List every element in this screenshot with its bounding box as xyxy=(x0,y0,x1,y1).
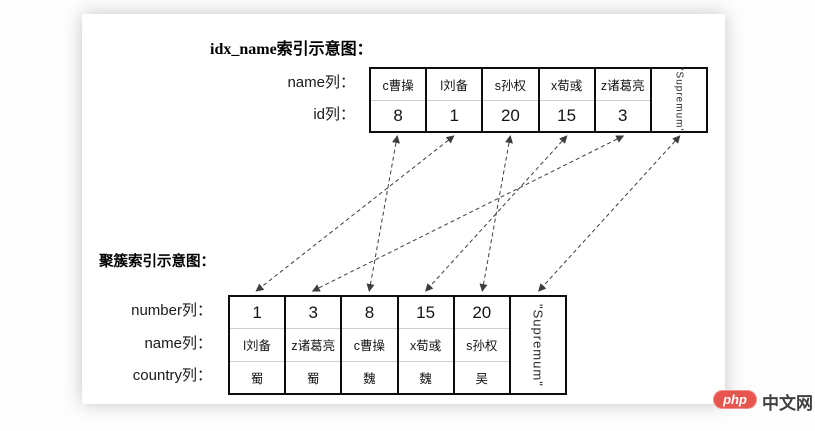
cluster-country-cell: 魏 xyxy=(363,371,376,386)
supremum-label: "Supremum" xyxy=(530,303,546,387)
cluster-name-row-label: name列： xyxy=(144,335,212,352)
idx-column-3: x荀彧 15 xyxy=(539,69,596,131)
cluster-name-cell: z诸葛亮 xyxy=(286,329,341,362)
idx-index-title: idx_name索引示意图： xyxy=(210,41,373,58)
cluster-column-0: 1 l刘备 蜀 xyxy=(230,297,287,393)
idx-name-cell: z诸葛亮 xyxy=(595,69,650,101)
idx-column-2: s孙权 20 xyxy=(483,69,540,131)
idx-column-1: l刘备 1 xyxy=(427,69,484,131)
cluster-name-cell: x荀彧 xyxy=(398,329,453,362)
idx-column-4: z诸葛亮 3 xyxy=(595,69,652,131)
cluster-column-3: 15 x荀彧 魏 xyxy=(398,297,455,393)
idx-id-cell: 1 xyxy=(449,105,459,125)
cluster-number-cell: 8 xyxy=(342,297,397,330)
cluster-column-2: 8 c曹操 魏 xyxy=(342,297,399,393)
idx-supremum-cell: "Supremum" xyxy=(652,67,706,134)
idx-name-cell: x荀彧 xyxy=(539,69,594,101)
cluster-name-cell: l刘备 xyxy=(230,329,285,362)
idx-id-cell: 20 xyxy=(500,105,520,125)
cluster-column-1: 3 z诸葛亮 蜀 xyxy=(286,297,343,393)
cluster-index-title: 聚簇索引示意图： xyxy=(99,254,215,270)
cluster-name-cell: c曹操 xyxy=(342,329,397,362)
cluster-number-cell: 3 xyxy=(286,297,341,330)
cluster-number-row-label: number列： xyxy=(131,302,212,319)
supremum-label: "Supremum" xyxy=(673,67,685,134)
php-logo-badge: php xyxy=(713,390,757,409)
idx-id-cell: 15 xyxy=(557,105,577,125)
idx-id-row-label: id列： xyxy=(313,106,355,123)
cluster-index-table: 1 l刘备 蜀 3 z诸葛亮 蜀 8 c曹操 魏 15 x荀彧 魏 20 s孙权… xyxy=(228,295,567,395)
idx-name-cell: c曹操 xyxy=(371,69,426,101)
cluster-column-4: 20 s孙权 吴 xyxy=(454,297,511,393)
idx-id-cell: 8 xyxy=(393,105,403,125)
cluster-number-cell: 20 xyxy=(454,297,509,330)
idx-name-row-label: name列： xyxy=(287,74,355,91)
idx-name-cell: s孙权 xyxy=(483,69,538,101)
cluster-number-cell: 15 xyxy=(398,297,453,330)
idx-name-cell: l刘备 xyxy=(427,69,482,101)
idx-index-table: c曹操 8 l刘备 1 s孙权 20 x荀彧 15 z诸葛亮 3 "Suprem… xyxy=(369,67,708,133)
cluster-supremum-cell: "Supremum" xyxy=(511,297,565,393)
php-cn-logo-text: 中文网 xyxy=(762,394,813,413)
idx-column-0: c曹操 8 xyxy=(371,69,428,131)
cluster-number-cell: 1 xyxy=(230,297,285,330)
cluster-country-cell: 蜀 xyxy=(250,371,264,386)
idx-id-cell: 3 xyxy=(618,105,628,125)
cluster-country-cell: 魏 xyxy=(419,371,432,386)
cluster-name-cell: s孙权 xyxy=(454,329,509,362)
cluster-country-cell: 吴 xyxy=(475,371,489,386)
cluster-country-cell: 蜀 xyxy=(307,371,320,386)
cluster-country-row-label: country列： xyxy=(132,367,212,384)
